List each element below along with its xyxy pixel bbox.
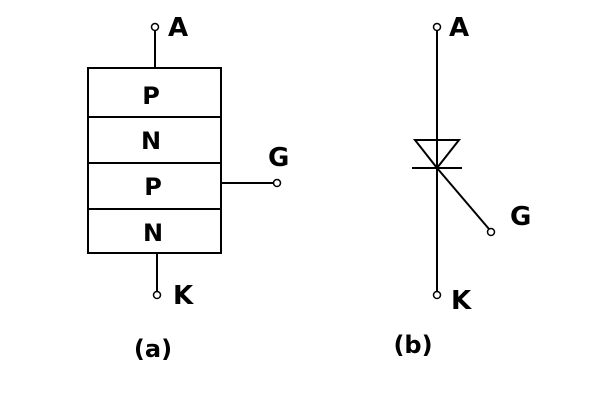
caption-b: (b) [393, 331, 432, 359]
layer-stack [87, 67, 222, 254]
diode-triangle [412, 139, 462, 170]
cathode-terminal-b [432, 290, 442, 300]
gate-lead-b [436, 167, 490, 230]
gate-label-a: G [268, 143, 289, 173]
cathode-label-b: K [451, 286, 472, 316]
anode-label-a: A [168, 13, 188, 43]
cathode-label-a: K [173, 281, 194, 311]
layer-label-4: N [143, 219, 163, 247]
layer-label-2: N [141, 127, 161, 155]
thyristor-symbol-diagram: A G K (b) [393, 13, 531, 359]
gate-label-b: G [510, 202, 531, 232]
gate-terminal-a [272, 178, 282, 188]
gate-terminal-b [486, 227, 496, 237]
anode-label-b: A [449, 13, 469, 43]
cathode-terminal-a [152, 290, 162, 300]
layer-structure-diagram: A P N P N G K (a) [87, 13, 289, 363]
caption-a: (a) [134, 335, 172, 363]
layer-label-3: P [144, 173, 162, 201]
anode-terminal-a [150, 22, 160, 32]
anode-terminal-b [432, 22, 442, 32]
layer-label-1: P [142, 82, 160, 110]
